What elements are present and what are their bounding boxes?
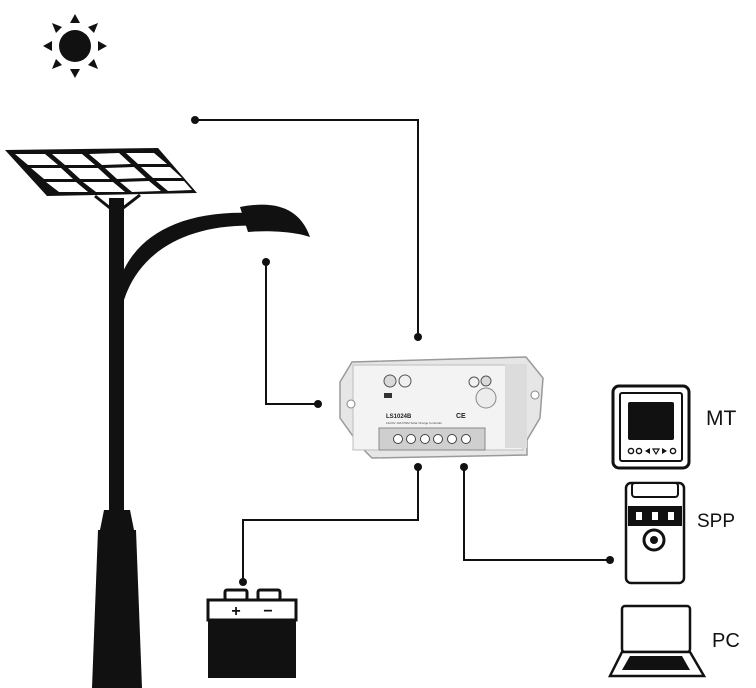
load-button	[475, 387, 497, 409]
mounting-hole-left	[346, 399, 356, 409]
battery-positive: +	[231, 603, 240, 620]
wire-dots	[191, 116, 614, 586]
battery-icon: + −	[206, 588, 298, 678]
fault-led-icon	[480, 375, 492, 387]
led-indicator-icon	[383, 374, 397, 388]
wire-sun-to-controller	[195, 119, 419, 337]
controller-model: LS1024B	[386, 414, 412, 420]
terminal-block	[378, 427, 486, 451]
mt-meter-icon	[611, 384, 691, 470]
mounting-hole-right	[530, 390, 540, 400]
wire-controller-to-battery	[242, 467, 419, 582]
mt-label: MT	[706, 407, 737, 430]
load-led-icon	[468, 376, 480, 388]
battery-led-icon	[398, 374, 412, 388]
sun-icon	[43, 14, 107, 78]
charge-controller: LS1024B 12/24V 10A PWM Solar Charge Cont…	[339, 356, 544, 459]
battery-negative: −	[263, 603, 272, 620]
ce-mark: CE	[456, 413, 466, 420]
wiring	[195, 119, 610, 582]
solar-panel	[5, 148, 197, 214]
wire-lamp-to-controller	[265, 262, 318, 405]
pc-laptop-icon	[607, 604, 707, 678]
spp-icon	[624, 481, 686, 585]
terminal-screws	[393, 434, 471, 444]
spp-label: SPP	[697, 511, 736, 532]
controller-subtitle: 12/24V 10A PWM Solar Charge Controller	[386, 421, 442, 425]
wire-controller-to-devices	[463, 467, 610, 561]
street-light-pole	[92, 198, 310, 688]
pc-label: PC	[712, 630, 740, 652]
